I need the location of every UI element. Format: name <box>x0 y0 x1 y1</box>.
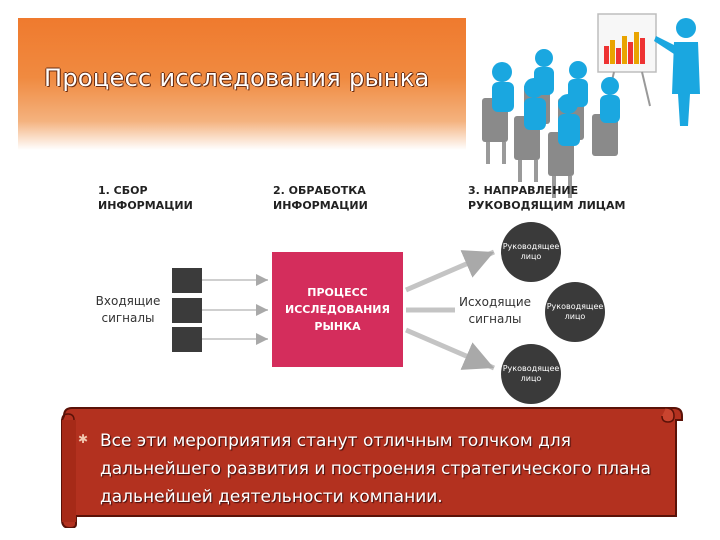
slide-title: Процесс исследования рынка <box>44 64 430 92</box>
manager-circle: Руководящее лицо <box>501 222 561 282</box>
bullet-icon: ✱ <box>78 432 89 446</box>
step-1-label: 1. СБОР ИНФОРМАЦИИ <box>98 184 193 212</box>
title-banner <box>18 18 488 150</box>
scroll-body-text: Все эти мероприятия станут отличным толч… <box>100 431 651 507</box>
output-signals-label: Исходящие сигналы <box>455 294 535 328</box>
presentation-people-illustration <box>466 6 720 208</box>
manager-circle: Руководящее лицо <box>501 344 561 404</box>
output-arrow <box>405 249 495 293</box>
market-research-process-box: ПРОЦЕСС ИССЛЕДОВАНИЯ РЫНКА <box>272 252 403 367</box>
input-block <box>172 268 202 293</box>
input-signals-label: Входящие сигналы <box>95 294 161 325</box>
manager-circle: Руководящее лицо <box>545 282 605 342</box>
input-block <box>172 298 202 323</box>
input-block <box>172 327 202 352</box>
step-2-label: 2. ОБРАБОТКА ИНФОРМАЦИИ <box>273 184 368 212</box>
output-arrow <box>405 327 495 371</box>
step-3-label: 3. НАПРАВЛЕНИЕ РУКОВОДЯЩИМ ЛИЦАМ <box>468 184 626 212</box>
scroll-banner <box>61 407 683 528</box>
